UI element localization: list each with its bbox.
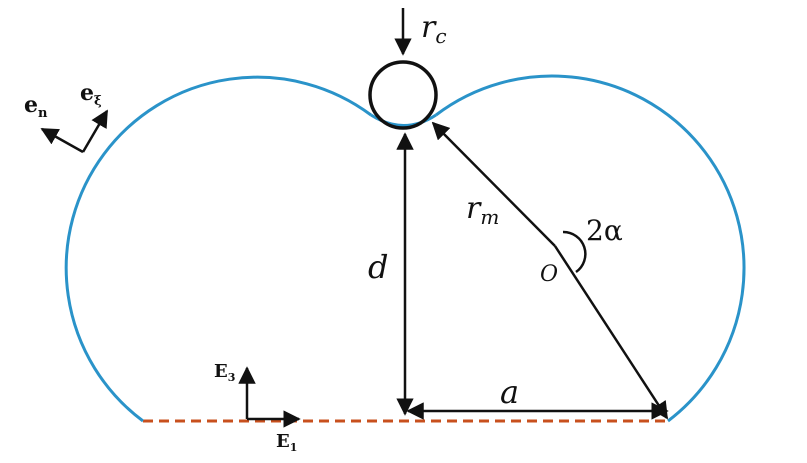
label-E3: E3 (214, 361, 235, 384)
label-E1: E1 (276, 431, 297, 454)
angle-arc (562, 230, 587, 274)
radius-rm-arrow (431, 121, 556, 247)
label-a: a (500, 373, 519, 411)
label-rm: rm (466, 191, 499, 229)
radius-lower-arrow (553, 245, 669, 420)
membrane-cusp (370, 113, 437, 127)
label-e-xi: eξ (80, 80, 102, 109)
colloid-particle (368, 60, 438, 130)
label-angle: 2α (586, 214, 623, 247)
label-rc: rc (421, 10, 447, 48)
e-xi-arrow (81, 109, 109, 153)
e-n-arrow (40, 127, 84, 154)
label-center-O: O (540, 262, 558, 287)
membrane-left-lobe (64, 75, 372, 423)
membrane-right-lobe (435, 74, 746, 423)
label-d: d (368, 248, 388, 286)
label-e-n: en (24, 92, 48, 121)
